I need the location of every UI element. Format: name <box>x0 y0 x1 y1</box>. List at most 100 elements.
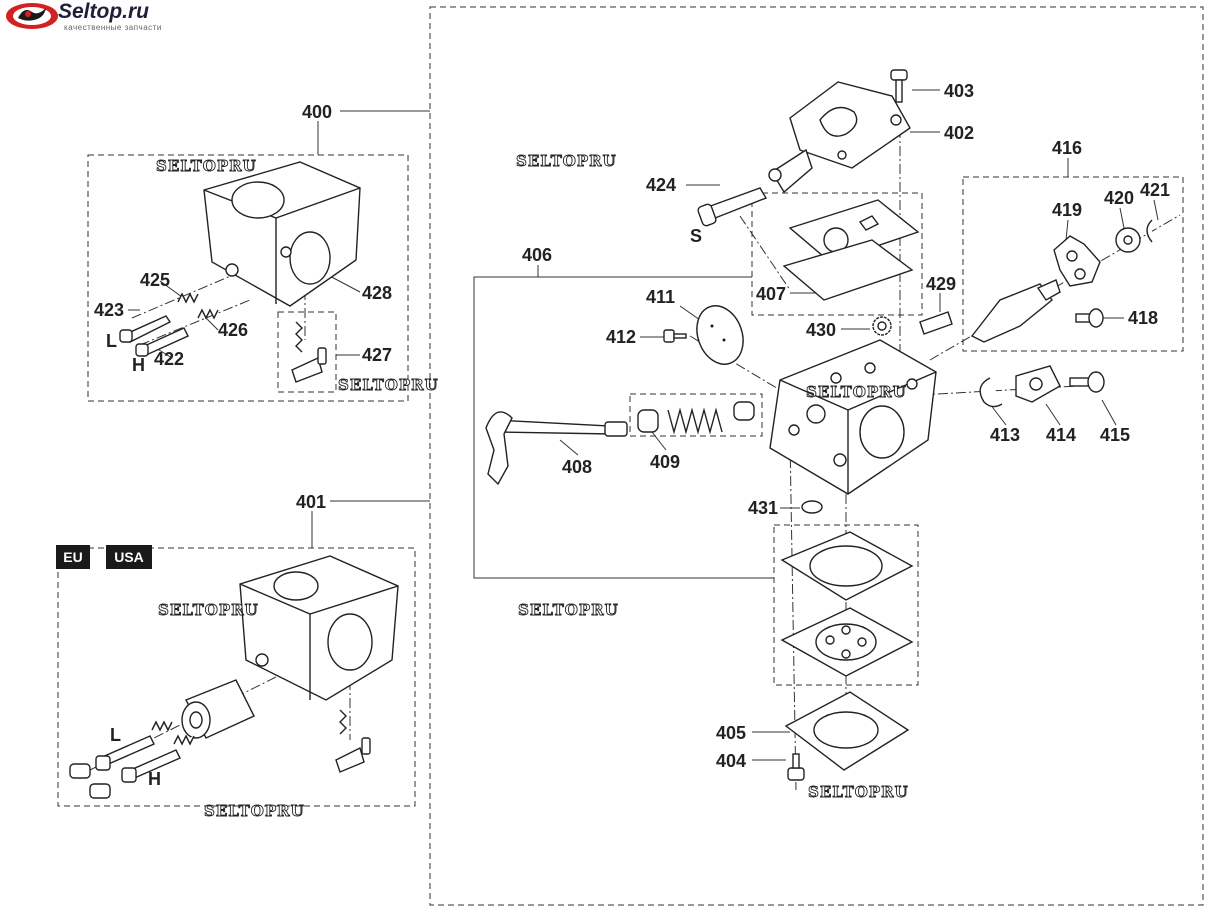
part-406-diaphragm <box>780 607 914 677</box>
part-431-oring <box>801 500 823 514</box>
site-tagline: качественные запчасти <box>64 23 162 32</box>
label-l-top: L <box>106 331 117 351</box>
part-414-lever <box>1015 365 1061 403</box>
label-415: 415 <box>1100 425 1130 445</box>
part-401-screw-l <box>69 735 155 779</box>
part-412-screw <box>663 329 687 343</box>
label-419: 419 <box>1052 200 1082 220</box>
logo-emblem-icon <box>6 3 58 29</box>
axis-413-415 <box>919 384 1096 396</box>
label-405: 405 <box>716 723 746 743</box>
watermark: SELTOPRU <box>156 157 257 175</box>
kit-416-box <box>962 176 1184 352</box>
label-408: 408 <box>562 457 592 477</box>
part-420-washer <box>1115 227 1141 253</box>
part-427-needle-kit <box>291 321 327 383</box>
site-name: Seltop.ru <box>58 0 150 23</box>
badge-usa <box>106 545 152 569</box>
kit-400-box <box>87 154 409 402</box>
part-415-screw <box>1069 371 1105 393</box>
part-404-screw <box>787 753 805 781</box>
leader-406 <box>473 265 774 579</box>
badge-eu <box>56 545 90 569</box>
label-427: 427 <box>362 345 392 365</box>
part-424-screw-s <box>697 187 768 227</box>
watermark: SELTOPRU <box>518 601 619 619</box>
leader-415 <box>1101 399 1117 426</box>
part-405-cover <box>784 691 910 771</box>
watermark: SELTOPRU <box>338 376 439 394</box>
label-414: 414 <box>1046 425 1076 445</box>
label-424: 424 <box>646 175 676 195</box>
label-431: 431 <box>748 498 778 518</box>
part-400-carburetor <box>203 161 361 307</box>
label-404: 404 <box>716 751 746 771</box>
label-403: 403 <box>944 81 974 101</box>
part-406-gasket-top <box>780 531 914 601</box>
part-416-valve <box>970 279 1061 343</box>
part-419-lever <box>1053 235 1101 287</box>
leader-411 <box>679 305 701 321</box>
leader-419 <box>1065 219 1069 241</box>
leader-408 <box>559 439 579 456</box>
part-408-shaft <box>485 411 628 486</box>
label-416: 416 <box>1052 138 1082 158</box>
part-403-screw <box>890 69 908 103</box>
part-426-spring <box>197 308 219 320</box>
label-402: 402 <box>944 123 974 143</box>
label-429: 429 <box>926 274 956 294</box>
watermark: SELTOPRU <box>158 601 259 619</box>
leader-425 <box>159 280 183 298</box>
label-418: 418 <box>1128 308 1158 328</box>
part-421-clip <box>1146 219 1153 243</box>
part-425-spring <box>177 292 199 304</box>
part-407-gaskets <box>782 199 920 301</box>
label-421: 421 <box>1140 180 1170 200</box>
leader-414 <box>1045 403 1061 426</box>
label-407: 407 <box>756 284 786 304</box>
label-411: 411 <box>646 287 675 307</box>
kit-427-box <box>277 311 337 393</box>
axis-423-425 <box>131 271 241 319</box>
leader-420 <box>1119 207 1125 229</box>
watermark: SELTOPRU <box>806 383 907 401</box>
label-409: 409 <box>650 452 680 472</box>
part-422-needle-h <box>135 327 189 357</box>
part-411-throttle-plate <box>696 305 744 365</box>
axis-424 <box>739 215 791 291</box>
label-h-top: H <box>132 355 145 375</box>
label-406: 406 <box>522 245 552 265</box>
label-430: 430 <box>806 320 836 340</box>
axis-422-426 <box>139 299 251 346</box>
badge-usa-label: USA <box>114 549 144 565</box>
part-413-clip <box>979 377 1003 408</box>
watermark: SELTOPRU <box>516 152 617 170</box>
badge-eu-label: EU <box>63 549 82 565</box>
part-402-cover <box>768 81 911 194</box>
label-412: 412 <box>606 327 636 347</box>
part-418-screw <box>1075 308 1104 328</box>
kit-401-box <box>57 547 416 807</box>
label-428: 428 <box>362 283 392 303</box>
part-423-needle-l <box>119 315 172 343</box>
label-413: 413 <box>990 425 1020 445</box>
leader-409 <box>651 431 667 451</box>
label-h-bottom: H <box>148 769 161 789</box>
part-401-limiter-cap <box>181 679 255 739</box>
part-401-carburetor <box>239 555 399 701</box>
leader-413 <box>989 403 1007 426</box>
label-420: 420 <box>1104 188 1134 208</box>
part-401-springs <box>151 720 195 746</box>
label-423: 423 <box>94 300 124 320</box>
label-426: 426 <box>218 320 248 340</box>
label-400: 400 <box>302 102 332 122</box>
leader-421 <box>1153 199 1159 221</box>
part-430-gear <box>872 316 892 336</box>
label-l-bottom: L <box>110 725 121 745</box>
carburetor-body <box>769 339 937 495</box>
watermark: SELTOPRU <box>204 802 305 820</box>
axis-bottom-left <box>789 439 797 791</box>
part-401-screw-h <box>89 749 181 799</box>
seltop-logo[interactable] <box>4 0 60 32</box>
